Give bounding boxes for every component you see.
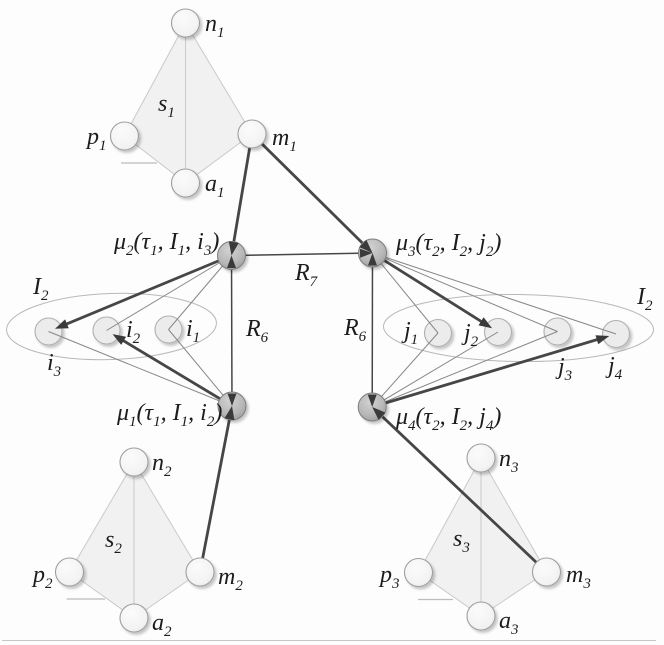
arrowhead-m1-mu2 [228,241,239,256]
node-m2 [185,557,215,587]
label-j1: j1 [401,318,418,348]
edge-r7-mu2-mu3 [231,252,373,257]
label-j2: j2 [461,320,479,350]
edge-m2-mu1 [198,405,234,573]
mu-to-set-arrows [55,251,610,409]
label-mu4: μ4(τ2, I2, j4) [395,404,501,434]
label-i1: i1 [186,316,200,346]
arrowhead-r6-mu3 [368,253,377,266]
edge-r6-mu2-mu1 [230,255,233,407]
node-p2 [54,557,85,587]
label-j3: j3 [555,354,572,384]
edge-mu3-j2 [371,251,489,327]
edge-m1-mu3 [251,133,374,254]
label-R6-right: R6 [343,315,367,345]
label-mu3: μ3(τ2, I2, j2) [395,230,501,260]
relation-edges [230,252,374,408]
node-m1 [237,119,267,149]
label-a3: a3 [499,608,519,638]
node-m3 [531,557,562,587]
thin-edges [48,252,617,408]
arrowhead-r7-mu3 [359,248,373,258]
label-mu2: μ2(τ1, I1, i3) [113,229,219,259]
label-p3: p3 [378,562,400,592]
label-s2: s2 [105,527,122,557]
arrowhead-r6-mu2 [227,255,236,268]
edge-mu4-j3 [372,331,558,408]
label-p2: p2 [31,562,53,592]
label-R7: R7 [294,260,319,290]
label-m2: m2 [218,564,243,594]
node-a1 [170,168,201,198]
arrowhead-mu4-j4 [595,335,610,345]
kite-s1 [121,21,253,184]
label-R6-left: R6 [245,316,269,346]
label-n3: n3 [499,446,519,476]
edge-mu4-j1 [371,332,439,408]
label-I2-left: I2 [32,274,49,304]
kite-s3 [417,456,548,617]
node-n3 [466,443,496,473]
edge-mu4-j4 [371,336,605,409]
edge-m3-mu4 [371,405,548,574]
set-ellipse-I2-right [383,293,654,363]
edge-mu2-i1 [168,255,232,330]
set-ellipse-I2-left [6,292,217,361]
set-ellipses [6,292,654,363]
kite-s1-body [123,21,253,184]
label-s3: s3 [453,526,470,556]
arrowhead-r6-mu1 [227,393,237,406]
label-I2-right: I2 [636,284,653,314]
node-n1 [170,8,201,38]
mu-arrowheads [224,240,386,421]
label-mu1: μ1(τ1, I1, i2) [116,400,222,430]
arrowhead-m2-mu1 [224,406,235,421]
labels: n1 s1 p1 m1 a1 n2 s2 p2 m2 a2 n3 s3 p3 m… [31,11,653,640]
label-n2: n2 [152,450,172,480]
label-s1: s1 [158,91,175,121]
label-n1: n1 [205,11,225,41]
node-p1 [109,121,140,151]
edge-mu2-i2 [106,255,232,331]
kite-s2 [66,461,201,619]
label-a1: a1 [205,171,225,201]
edge-m1-mu2 [230,133,254,256]
label-j4: j4 [605,353,623,383]
arrowhead-mu2-i3 [55,319,69,329]
kite-s3-body [417,456,548,617]
kite-s2-body [68,461,201,619]
kite-nodes [54,8,562,633]
set-nodes [34,315,631,349]
edge-mu3-j1 [372,252,439,334]
node-n2 [119,447,149,477]
arrowhead-mu3-j2 [478,317,493,329]
arrowhead-m1-mu3 [359,240,373,253]
m-to-mu-edges [198,133,548,574]
edge-mu3-j3 [372,252,558,332]
label-i3: i3 [47,350,61,380]
label-m1: m1 [272,125,297,155]
edge-mu1-i1 [168,329,233,407]
edge-mu3-j4 [372,252,617,335]
arrowhead-m3-mu4 [372,407,386,420]
label-m3: m3 [566,562,591,592]
label-p1: p1 [85,124,107,154]
node-a2 [119,603,149,633]
label-i2: i2 [126,317,141,347]
arrowhead-mu1-i2 [112,334,127,345]
edge-mu2-i3 [59,254,233,329]
edge-mu1-i3 [48,331,233,407]
edge-mu1-i2 [116,335,233,408]
node-a3 [466,601,496,631]
label-a2: a2 [152,610,172,640]
node-p3 [403,557,434,588]
edge-mu4-j2 [371,331,499,408]
arrowhead-r6-mu4 [367,394,377,407]
